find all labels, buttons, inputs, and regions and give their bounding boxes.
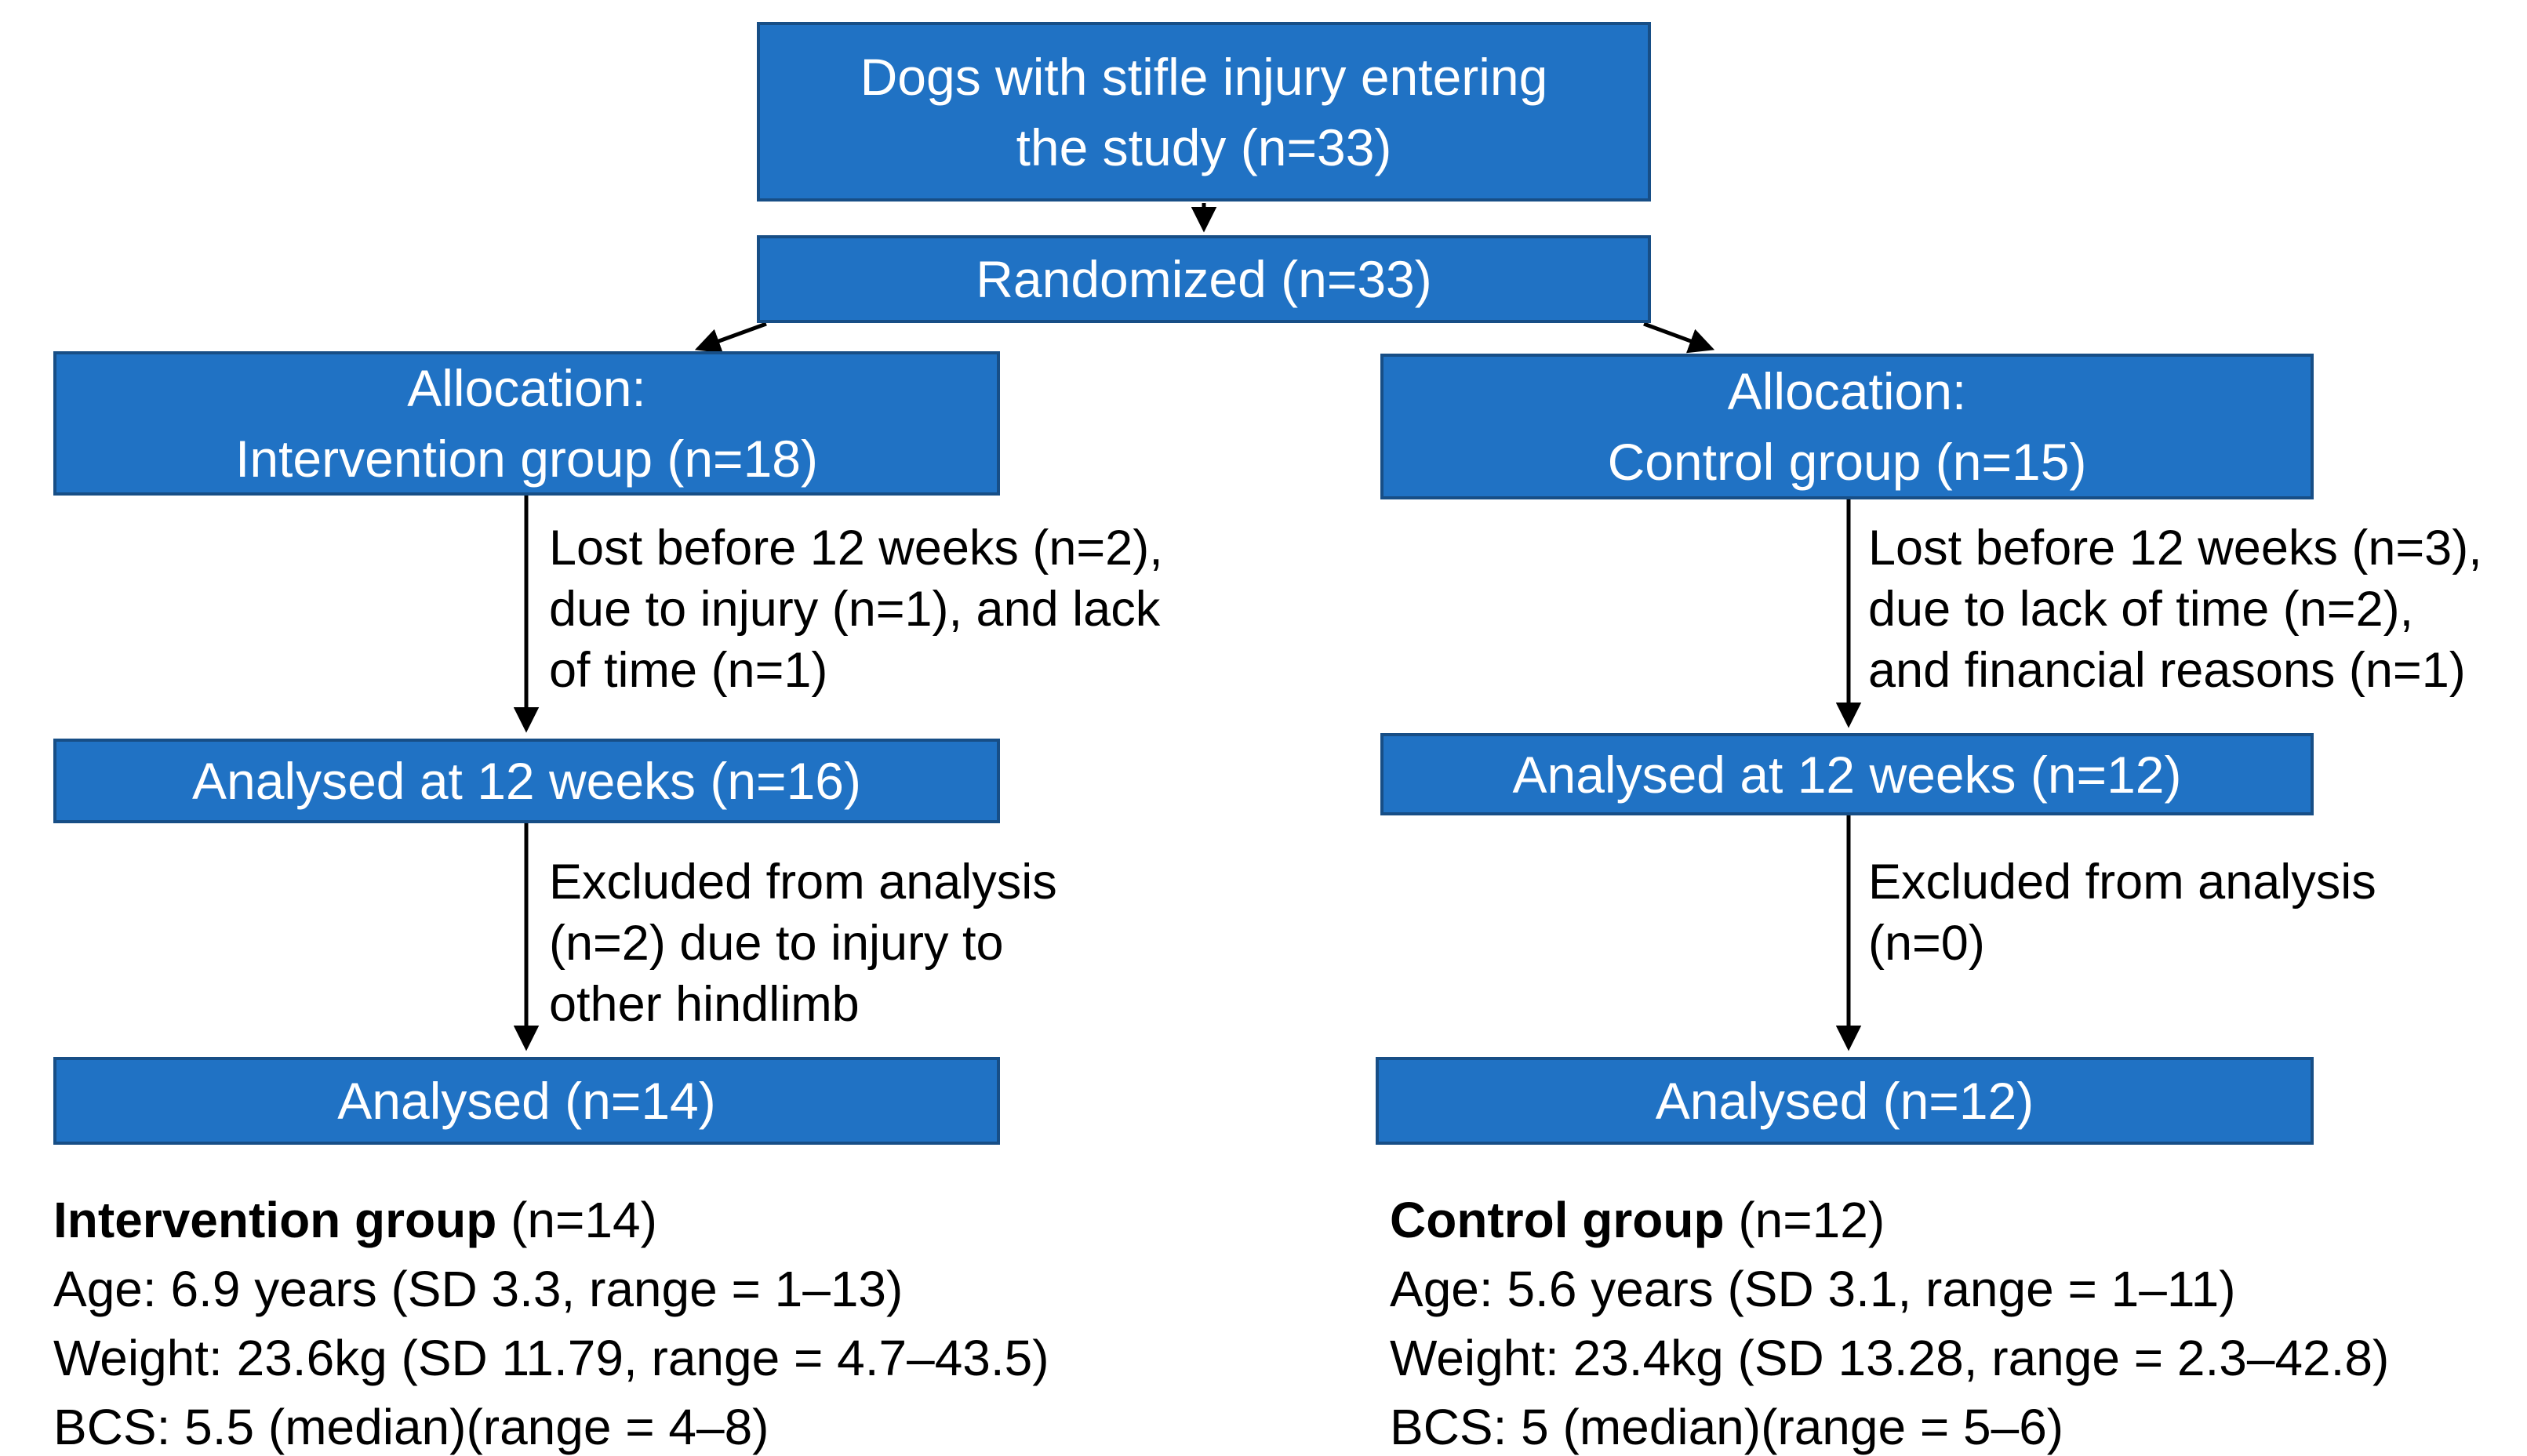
allocation-intervention-box: Allocation: Intervention group (n=18) — [53, 351, 1000, 496]
randomized-box: Randomized (n=33) — [757, 235, 1651, 323]
intervention-summary-title-line: Intervention group (n=14) — [53, 1185, 1049, 1254]
allocation-control-box: Allocation: Control group (n=15) — [1380, 354, 2314, 499]
analysed-intervention-label: Analysed (n=14) — [337, 1072, 716, 1130]
lost-control-note-line1: Lost before 12 weeks (n=3), — [1868, 521, 2482, 576]
analysed-12-weeks-control-box: Analysed at 12 weeks (n=12) — [1380, 733, 2314, 815]
entry-box-line1: Dogs with stifle injury entering — [860, 47, 1548, 106]
control-summary-title-line: Control group (n=12) — [1390, 1185, 2389, 1254]
control-summary-weight: Weight: 23.4kg (SD 13.28, range = 2.3–42… — [1390, 1330, 2390, 1386]
arrow-randomized-to-intervention — [694, 321, 767, 354]
excluded-intervention-note: Excluded from analysis (n=2) due to inju… — [549, 851, 1057, 1035]
control-summary-count: (n=12) — [1724, 1192, 1885, 1248]
intervention-summary-count: (n=14) — [496, 1192, 657, 1248]
lost-control-note-line2: due to lack of time (n=2), — [1868, 582, 2414, 637]
analysed-intervention-box: Analysed (n=14) — [53, 1057, 1000, 1145]
control-summary-age: Age: 5.6 years (SD 3.1, range = 1–11) — [1390, 1261, 2236, 1317]
control-summary-title: Control group — [1390, 1192, 1725, 1248]
allocation-intervention-line1: Allocation: — [407, 359, 646, 417]
intervention-summary-title: Intervention group — [53, 1192, 497, 1248]
analysed-12-weeks-control-label: Analysed at 12 weeks (n=12) — [1512, 745, 2182, 804]
intervention-summary: Intervention group (n=14) Age: 6.9 years… — [53, 1185, 1049, 1456]
excluded-control-note: Excluded from analysis (n=0) — [1868, 851, 2376, 974]
entry-box: Dogs with stifle injury entering the stu… — [757, 22, 1651, 202]
lost-control-note: Lost before 12 weeks (n=3), due to lack … — [1868, 517, 2482, 701]
analysed-12-weeks-intervention-label: Analysed at 12 weeks (n=16) — [191, 752, 861, 810]
randomized-box-label: Randomized (n=33) — [976, 250, 1432, 308]
intervention-summary-age: Age: 6.9 years (SD 3.3, range = 1–13) — [53, 1261, 904, 1317]
lost-intervention-note: Lost before 12 weeks (n=2), due to injur… — [549, 517, 1163, 701]
intervention-summary-bcs: BCS: 5.5 (median)(range = 4–8) — [53, 1399, 769, 1455]
analysed-control-box: Analysed (n=12) — [1376, 1057, 2314, 1145]
analysed-control-label: Analysed (n=12) — [1655, 1072, 2034, 1130]
control-summary-bcs: BCS: 5 (median)(range = 5–6) — [1390, 1399, 2064, 1455]
excluded-control-note-line1: Excluded from analysis — [1868, 855, 2376, 910]
intervention-summary-weight: Weight: 23.6kg (SD 11.79, range = 4.7–43… — [53, 1330, 1049, 1386]
lost-control-note-line3: and financial reasons (n=1) — [1868, 643, 2466, 698]
lost-intervention-note-line2: due to injury (n=1), and lack — [549, 582, 1161, 637]
control-summary: Control group (n=12) Age: 5.6 years (SD … — [1390, 1185, 2389, 1456]
lost-intervention-note-line3: of time (n=1) — [549, 643, 828, 698]
allocation-control-line2: Control group (n=15) — [1607, 433, 2087, 491]
excluded-intervention-note-line1: Excluded from analysis — [549, 855, 1057, 910]
lost-intervention-note-line1: Lost before 12 weeks (n=2), — [549, 521, 1163, 576]
excluded-intervention-note-line2: (n=2) due to injury to — [549, 916, 1004, 971]
excluded-intervention-note-line3: other hindlimb — [549, 977, 860, 1032]
excluded-control-note-line2: (n=0) — [1868, 916, 1985, 971]
allocation-intervention-line2: Intervention group (n=18) — [235, 430, 818, 488]
analysed-12-weeks-intervention-box: Analysed at 12 weeks (n=16) — [53, 739, 1000, 823]
allocation-control-line1: Allocation: — [1727, 362, 1967, 420]
arrow-randomized-to-control — [1643, 321, 1715, 354]
entry-box-line2: the study (n=33) — [1016, 118, 1392, 176]
